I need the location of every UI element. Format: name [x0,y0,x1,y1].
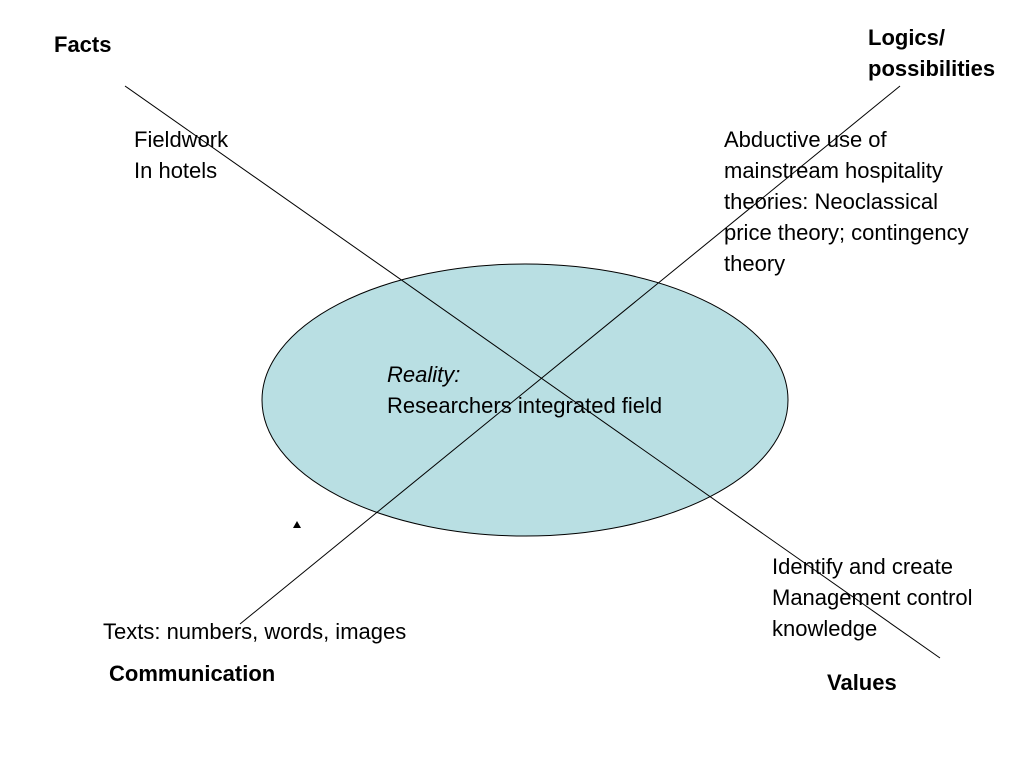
abductive-line-4: price theory; contingency [724,220,969,245]
communication-label: Communication [109,661,276,686]
abductive-line-2: mainstream hospitality [724,158,943,183]
reality-ellipse [261,263,789,537]
fieldwork-line-1: Fieldwork [134,127,229,152]
fieldwork-line-2: In hotels [134,158,218,183]
reality-text: Reality: Researchers integrated field [387,359,662,421]
abductive-note: Abductive use of mainstream hospitality … [724,124,969,279]
identify-note: Identify and create Management control k… [772,551,973,644]
values-label: Values [827,670,897,695]
identify-line-1: Identify and create [772,554,954,579]
abductive-line-1: Abductive use of [724,127,887,152]
reality-description: Researchers integrated field [387,393,663,418]
abductive-line-5: theory [724,251,786,276]
reality-label: Reality: [387,362,461,387]
abductive-line-3: theories: Neoclassical [724,189,938,214]
facts-to-values-axis [124,85,941,659]
identify-line-3: knowledge [772,616,878,641]
small-triangle-marker [293,521,301,528]
facts-label: Facts [54,32,112,57]
logics-label-line-1: Logics/ [868,25,946,50]
texts-note: Texts: numbers, words, images [103,619,407,644]
identify-line-2: Management control [772,585,973,610]
logics-possibilities-label: Logics/ possibilities [868,22,995,84]
fieldwork-note: Fieldwork In hotels [134,124,228,186]
logics-to-communication-axis [239,85,901,625]
logics-label-line-2: possibilities [868,56,996,81]
